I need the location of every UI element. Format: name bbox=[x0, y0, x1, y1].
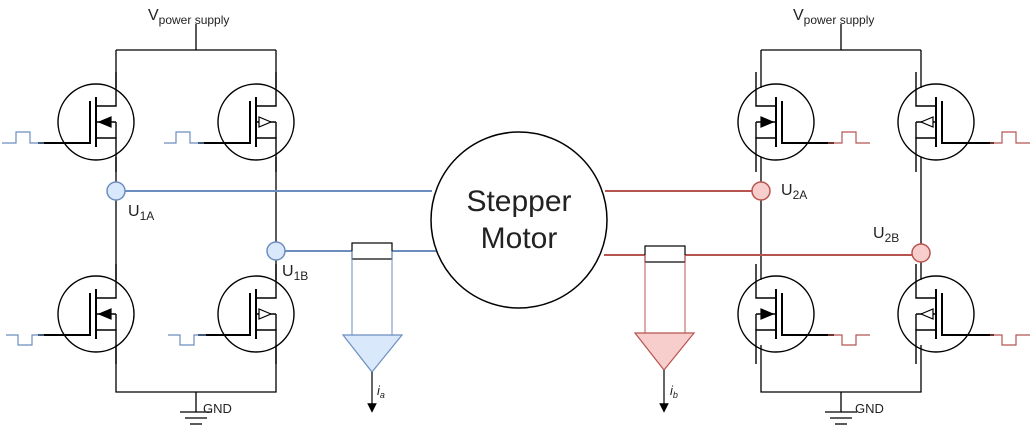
u1b-node[interactable] bbox=[266, 241, 286, 261]
u2a-label: U2A bbox=[781, 182, 807, 202]
pwm-signal-icon bbox=[990, 131, 1030, 144]
transistor-icon bbox=[38, 72, 135, 172]
motor-circle bbox=[430, 131, 608, 309]
right-h-bridge: Vpower supply GND U2A U2B bbox=[737, 7, 1030, 425]
left-ground-wire bbox=[115, 345, 277, 412]
phase-a-wiring: ia bbox=[125, 190, 436, 413]
u1b-label: U1B bbox=[282, 263, 308, 283]
u1a-label: U1A bbox=[128, 203, 154, 223]
motor-label-line1: Stepper bbox=[466, 185, 571, 218]
left-supply-wire bbox=[115, 24, 277, 88]
right-gnd-label: GND bbox=[855, 401, 884, 416]
pwm-signal-icon bbox=[2, 131, 44, 144]
transistor-icon bbox=[897, 264, 994, 364]
pwm-signal-icon bbox=[990, 334, 1030, 346]
u2b-node[interactable] bbox=[911, 243, 931, 263]
pwm-signal-icon bbox=[828, 334, 870, 346]
right-supply-wire bbox=[760, 24, 922, 88]
amplifier-a-icon bbox=[341, 334, 404, 373]
pwm-signal-icon bbox=[168, 334, 206, 346]
pwm-signal-icon bbox=[6, 334, 44, 346]
motor-label-line2: Motor bbox=[481, 222, 558, 255]
right-vpower-label: Vpower supply bbox=[793, 7, 874, 27]
transistor-icon bbox=[198, 264, 295, 364]
ib-label: ib bbox=[670, 383, 678, 400]
u2b-label: U2B bbox=[873, 225, 899, 245]
right-ground-wire bbox=[760, 345, 922, 412]
ia-label: ia bbox=[377, 383, 385, 400]
phase-b-wiring: ib bbox=[604, 190, 912, 413]
transistor-icon bbox=[38, 264, 135, 364]
stepper-motor[interactable]: Stepper Motor bbox=[430, 131, 608, 309]
pwm-signal-icon bbox=[164, 131, 204, 144]
right-ground-icon bbox=[825, 411, 857, 425]
u2a-node[interactable] bbox=[751, 181, 771, 201]
right-mid-wires bbox=[760, 157, 922, 280]
left-vpower-label: Vpower supply bbox=[148, 7, 229, 27]
transistor-icon bbox=[897, 72, 994, 172]
left-ground-icon bbox=[180, 411, 212, 425]
u1a-node[interactable] bbox=[106, 181, 126, 201]
amplifier-b-icon bbox=[633, 332, 696, 371]
left-gnd-label: GND bbox=[203, 401, 232, 416]
left-h-bridge: Vpower supply GND U1A U1B bbox=[2, 7, 308, 425]
transistor-icon bbox=[737, 72, 834, 172]
shunt-resistor-b bbox=[644, 245, 686, 263]
shunt-resistor-a bbox=[351, 242, 393, 260]
pwm-signal-icon bbox=[828, 131, 870, 144]
transistor-icon bbox=[198, 72, 295, 172]
transistor-icon bbox=[737, 264, 834, 364]
